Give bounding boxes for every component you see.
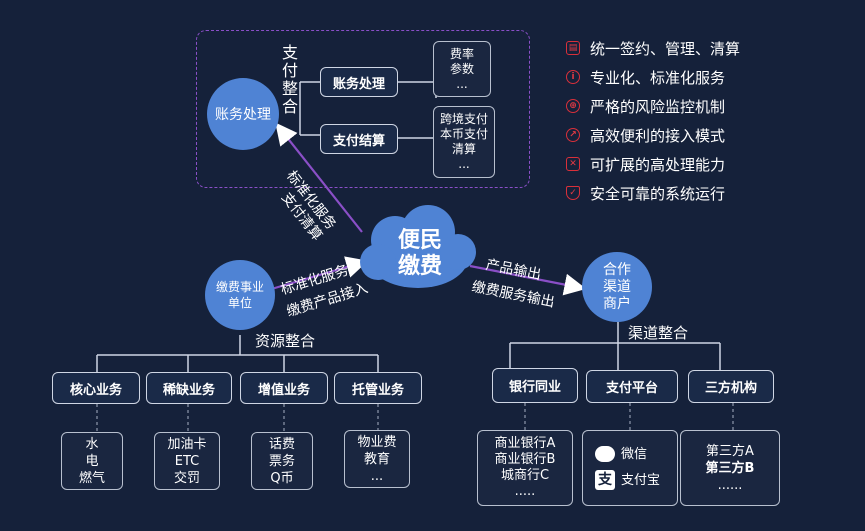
alipay-row: 支 支付宝 xyxy=(595,470,660,490)
channel-bank: 银行同业 xyxy=(492,368,578,403)
resource-integration-label: 资源整合 xyxy=(255,332,316,350)
resource-core: 核心业务 xyxy=(52,372,140,404)
fee-unit-node: 缴费事业 单位 xyxy=(205,260,275,330)
settlement-box: 支付结算 xyxy=(320,124,398,154)
settlement-details: 跨境支付 本币支付 清算 ... xyxy=(433,106,495,178)
legend-item: ▤ 统一签约、管理、清算 xyxy=(566,38,740,58)
legend-item: ✕ 可扩展的高处理能力 xyxy=(566,154,725,174)
contract-icon: ▤ xyxy=(566,41,580,55)
resource-core-items: 水 电 燃气 xyxy=(61,432,123,490)
wechat-icon xyxy=(595,446,615,462)
channel-payment-items: 微信 支 支付宝 xyxy=(582,430,678,506)
resource-hosting-items: 物业费 教育 ... xyxy=(344,430,410,488)
accounting-details: 费率 参数 ... xyxy=(433,41,491,97)
center-node-label: 便民 缴费 xyxy=(397,228,442,279)
accounting-node-label: 账务处理 xyxy=(215,107,271,123)
shield-monitor-icon: ⊕ xyxy=(566,99,580,113)
resource-scarce: 稀缺业务 xyxy=(146,372,232,404)
alipay-icon: 支 xyxy=(595,470,615,490)
channel-third-party: 三方机构 xyxy=(688,370,774,403)
rocket-icon: ↗ xyxy=(566,128,580,142)
legend-item: i 专业化、标准化服务 xyxy=(566,67,725,87)
channel-bank-items: 商业银行A 商业银行B 城商行C ..... xyxy=(477,430,573,506)
legend-item: ⊕ 严格的风险监控机制 xyxy=(566,96,725,116)
payment-integration-frame xyxy=(196,30,530,188)
channel-third-party-items: 第三方A 第三方B ...... xyxy=(680,430,780,506)
resource-value-added-items: 话费 票务 Q币 xyxy=(251,432,313,490)
wechat-row: 微信 xyxy=(595,446,647,462)
legend-item: ↗ 高效便利的接入模式 xyxy=(566,125,725,145)
expand-icon: ✕ xyxy=(566,157,580,171)
resource-scarce-items: 加油卡 ETC 交罚 xyxy=(154,432,220,490)
resource-hosting: 托管业务 xyxy=(334,372,422,404)
resource-value-added: 增值业务 xyxy=(240,372,328,404)
accounting-node: 账务处理 xyxy=(207,78,279,150)
legend-item: ✓ 安全可靠的系统运行 xyxy=(566,183,725,203)
center-cloud-shape xyxy=(360,205,476,288)
channel-integration-label: 渠道整合 xyxy=(628,324,689,342)
partner-node: 合作 渠道 商户 xyxy=(582,252,652,322)
pay-integration-label: 支 付 整 合 xyxy=(281,43,298,116)
channel-payment-platform: 支付平台 xyxy=(586,370,678,403)
accounting-box: 账务处理 xyxy=(320,67,398,97)
security-shield-icon: ✓ xyxy=(566,186,580,200)
info-icon: i xyxy=(566,70,580,84)
